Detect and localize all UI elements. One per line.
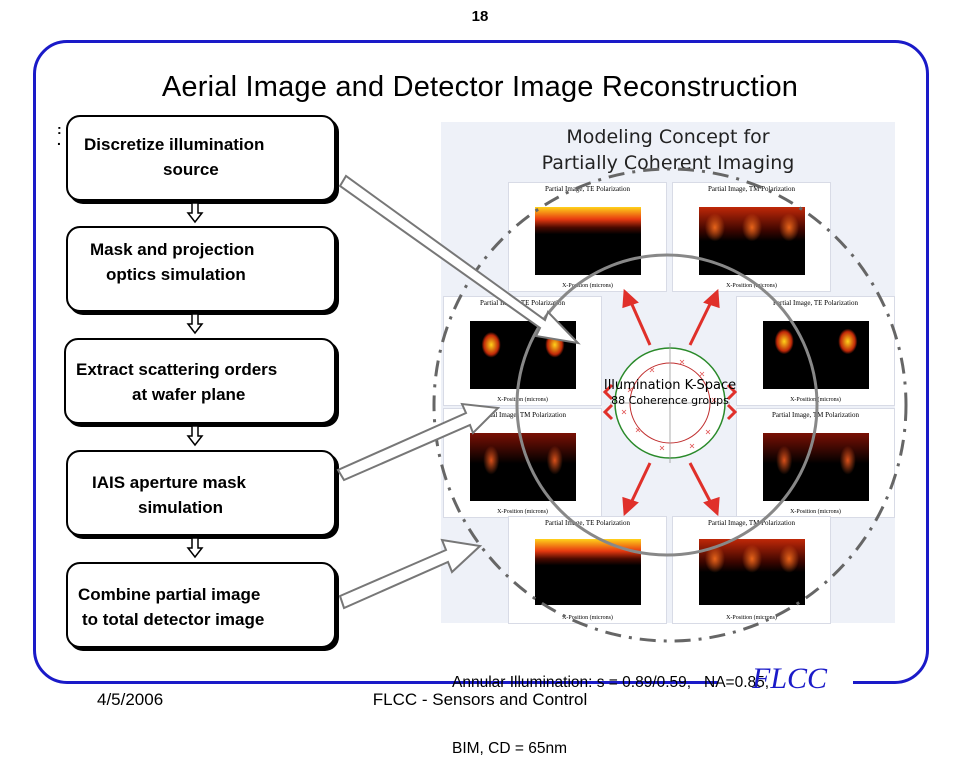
pupil-circle <box>515 253 819 557</box>
partial-image-title: Partial Image, TM Polarization <box>708 519 795 527</box>
heatmap <box>535 207 641 275</box>
figure-title-line2: Partially Coherent Imaging <box>541 152 795 174</box>
heatmap <box>763 433 869 501</box>
x-axis-label: X-Position (microns) <box>726 283 777 289</box>
caption-line1: Annular Illumination: s = 0.89/0.59, NA=… <box>452 674 770 691</box>
frame-gap <box>718 676 853 692</box>
coherence-crosses <box>621 359 717 451</box>
x-axis-label: X-Position (microns) <box>790 509 841 515</box>
flow-arrows <box>186 174 581 610</box>
figure-title: Modeling Concept for Partially Coherent … <box>441 124 895 176</box>
red-arrows <box>602 288 738 517</box>
x-axis-label: X-Position (microns) <box>497 509 548 515</box>
partial-image-title: Partial Image, TE Polarization <box>544 185 630 193</box>
step-combine: Combine partial image to total detector … <box>66 562 336 648</box>
down-arrow-icon <box>186 425 204 447</box>
arrow-to-kspace-icon <box>338 174 581 345</box>
step-line1: Combine partial image <box>78 585 261 604</box>
step-iais-aperture: IAIS aperture mask simulation <box>66 450 336 536</box>
step-line2: simulation <box>138 498 224 517</box>
x-axis-label: X-Position (microns) <box>497 397 548 403</box>
arrow-to-combined-image-icon <box>338 538 483 610</box>
heatmap <box>470 321 576 389</box>
arrow-to-partial-image-icon <box>336 402 501 482</box>
outer-dashdot-ring <box>432 167 908 643</box>
page-number: 18 <box>471 8 489 25</box>
step-line1: Mask and projection <box>90 240 255 259</box>
x-axis-label: X-Position (microns) <box>726 615 777 621</box>
step-line1: IAIS aperture mask <box>92 473 247 492</box>
partial-image-left-te: Partial Image, TE Polarization X-Positio… <box>443 296 602 406</box>
step-line2: source <box>163 160 219 179</box>
flcc-logo: FLCC <box>752 662 828 695</box>
partial-image-bottom-te: Partial Image, TE Polarization X-Positio… <box>508 516 667 624</box>
partial-image-bottom-tm: Partial Image, TM Polarization X-Positio… <box>672 516 831 624</box>
down-arrow-icon <box>186 313 204 335</box>
kspace-label-line2: 88 Coherence groups <box>611 394 729 407</box>
step-mask-optics: Mask and projection optics simulation <box>66 226 336 312</box>
partial-image-title: Partial Image, TE Polarization <box>544 519 630 527</box>
down-arrow-icon <box>186 202 204 224</box>
step-line2: at wafer plane <box>132 385 246 404</box>
partial-image-top-tm: Partial Image, TM Polarization X-Positio… <box>672 182 831 292</box>
footer-title: FLCC - Sensors and Control <box>372 690 588 709</box>
step-line1: Extract scattering orders <box>76 360 278 379</box>
kspace-label-line1: Illumination K-Space <box>603 378 737 393</box>
heatmap <box>699 539 805 605</box>
partial-image-title: Partial Image, TE Polarization <box>772 299 858 307</box>
hollow-arrows <box>336 174 581 610</box>
kspace-diagram <box>432 167 908 643</box>
caption-line2: BIM, CD = 65nm <box>452 740 567 757</box>
x-axis-label: X-Position (microns) <box>562 615 613 621</box>
partial-image-left-tm: Partial Image, TM Polarization X-Positio… <box>443 408 602 518</box>
step-discretize: Discretize illumination source <box>66 115 336 201</box>
partial-image-top-te: Partial Image, TE Polarization X-Positio… <box>508 182 667 292</box>
bullet-dots: :. <box>57 121 62 148</box>
down-arrow-icon <box>186 537 204 559</box>
partial-image-right-te: Partial Image, TE Polarization X-Positio… <box>736 296 895 406</box>
x-axis-label: X-Position (microns) <box>562 283 613 289</box>
slide-frame <box>33 40 929 684</box>
partial-image-title: Partial Image, TM Polarization <box>479 411 566 419</box>
step-line2: to total detector image <box>82 610 265 629</box>
step-scattering: Extract scattering orders at wafer plane <box>64 338 336 424</box>
figure-title-line1: Modeling Concept for <box>566 126 770 148</box>
footer-date: 4/5/2006 <box>97 690 164 709</box>
slide-title: Aerial Image and Detector Image Reconstr… <box>161 71 799 103</box>
kspace-label: Illumination K-Space 88 Coherence groups <box>598 378 742 408</box>
down-arrows <box>186 202 204 559</box>
partial-image-title: Partial Image, TM Polarization <box>708 185 795 193</box>
step-line2: optics simulation <box>106 265 246 284</box>
step-line1: Discretize illumination <box>84 135 265 154</box>
